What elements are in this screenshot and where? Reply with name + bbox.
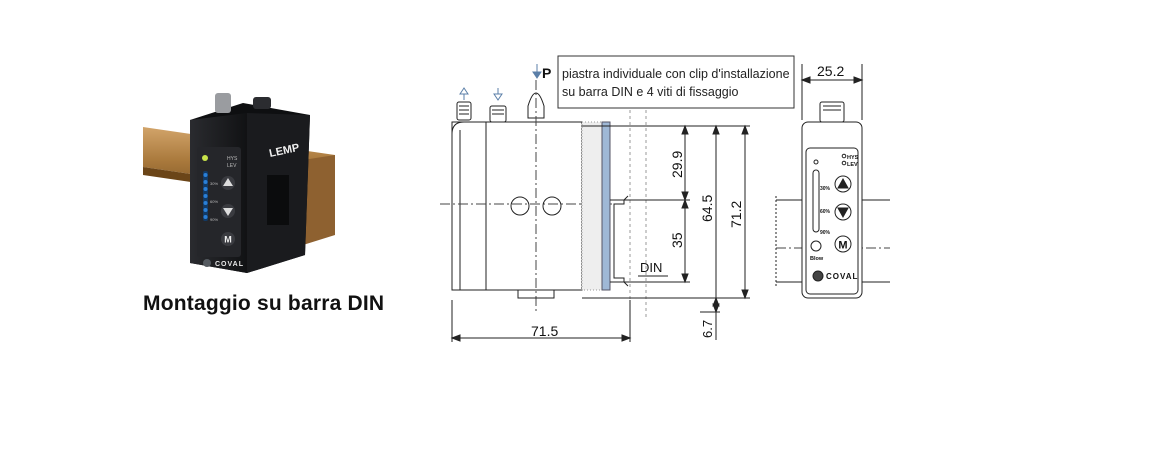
lev-label: LEV xyxy=(227,163,237,169)
front-mode-label: M xyxy=(838,240,847,252)
front-pct-60: 60% xyxy=(820,209,831,215)
device-body: HYS LEV 30% 60% 90% M COVAL LEMP xyxy=(190,93,310,273)
dimension-lines xyxy=(450,124,750,342)
front-mode-button[interactable] xyxy=(834,235,852,253)
dim-height-upper: 29.9 xyxy=(669,151,685,178)
triangle-down-icon xyxy=(223,208,233,216)
pct-30-label: 30% xyxy=(210,181,218,186)
blow-icon xyxy=(810,240,822,252)
arrow-down-icon xyxy=(493,88,503,101)
front-blow-label: Blow xyxy=(810,256,824,262)
dim-width-side: 71.5 xyxy=(531,323,558,339)
front-pct-30: 30% xyxy=(820,186,831,192)
connector-icon xyxy=(215,93,231,113)
front-down-button[interactable] xyxy=(834,203,852,221)
dim-height-rail: 35 xyxy=(669,232,685,248)
dim-height-total: 71.2 xyxy=(728,201,744,228)
front-lev-label: LEV xyxy=(847,162,858,168)
triangle-up-icon xyxy=(837,177,849,189)
coval-logo: COVAL xyxy=(215,261,244,268)
arrow-up-icon xyxy=(459,87,469,100)
status-led-icon xyxy=(202,155,208,161)
din-label: DIN xyxy=(640,260,662,275)
triangle-down-icon xyxy=(837,207,849,219)
annotation-line2: su barra DIN e 4 viti di fissaggio xyxy=(562,85,739,99)
front-up-button[interactable] xyxy=(834,175,852,193)
front-led-icon xyxy=(812,270,824,282)
annotation-line1: piastra individuale con clip d'installaz… xyxy=(562,67,790,81)
front-coval-logo: COVAL xyxy=(826,272,858,281)
front-pct-90: 90% xyxy=(820,230,831,236)
mode-button[interactable] xyxy=(221,232,235,246)
pct-90-label: 90% xyxy=(210,217,218,222)
dim-height-mid: 64.5 xyxy=(699,195,715,222)
side-view: DIN xyxy=(440,80,668,318)
photo-caption: Montaggio su barra DIN xyxy=(143,292,385,315)
arrow-down-icon xyxy=(532,64,542,79)
dim-width-front: 25.2 xyxy=(817,63,844,79)
pct-60-label: 60% xyxy=(210,199,218,204)
mode-button-label: M xyxy=(224,235,232,245)
triangle-up-icon xyxy=(223,178,233,186)
port-p-label: P xyxy=(542,65,551,81)
front-hys-label: HYS xyxy=(847,155,859,161)
annotation-box xyxy=(557,55,795,109)
mounting-hole-icon xyxy=(542,196,562,216)
hys-label: HYS xyxy=(227,156,238,162)
level-leds-icon xyxy=(203,173,208,219)
dim-offset-bottom: 6.7 xyxy=(700,320,715,338)
mounting-hole-icon xyxy=(510,196,530,216)
product-photo: HYS LEV 30% 60% 90% M COVAL LEMP xyxy=(135,85,365,285)
technical-drawing: piastra individuale con clip d'installaz… xyxy=(440,50,900,355)
front-view: 25.2 HYS LEV 30% 60% 90% xyxy=(775,63,890,299)
